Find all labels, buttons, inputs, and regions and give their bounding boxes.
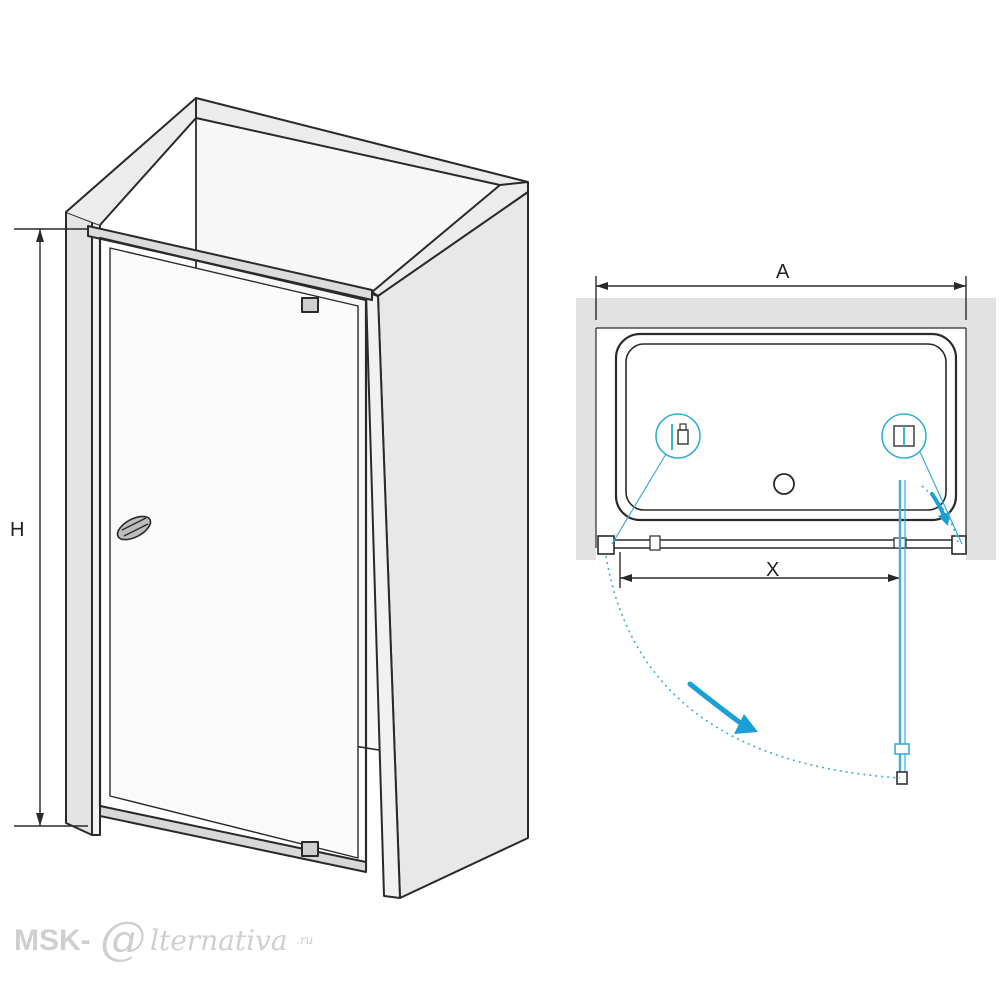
left-wall-front [91,221,101,836]
width-dimension [595,276,967,320]
callout-right [881,413,963,545]
door-glass [109,247,359,859]
track-clip [649,535,661,551]
open-door-glass [894,480,910,785]
bottom-hinge [301,841,319,857]
bottom-rail [99,805,367,873]
top-hinge [301,297,319,313]
watermark-at-glyph: @ [100,911,146,965]
callout-left [611,413,701,545]
door-swing-arc [605,555,901,779]
plan-view [576,298,996,560]
watermark-tld: .ru [296,933,313,947]
height-dimension [14,228,88,827]
left-wall-band [576,298,596,560]
opening-dimension [619,552,901,588]
watermark-prefix: MSK- [14,924,91,957]
watermark-suffix: lternativa [150,924,288,957]
right-wall-front [365,291,401,899]
right-wall-side [377,191,529,899]
shower-tray-inner [625,343,947,511]
back-wall-band [576,298,996,328]
left-wall-side [65,211,93,836]
door-swing-arc-inner [921,485,959,543]
top-rail [87,225,373,301]
width-label: A [776,261,790,283]
perspective-view [65,97,529,899]
opening-label: X [766,559,779,581]
shower-tray-outer [614,332,958,522]
watermark-logo: MSK- @ lternativa .ru [14,911,313,965]
height-label: H [10,519,24,541]
left-wall-profile [597,535,615,555]
right-wall-band [966,298,996,560]
drain-icon [773,473,795,495]
door-handle [116,515,152,541]
top-frame-edge-right [499,181,529,186]
swing-arrow-icon [687,681,758,734]
swing-arrow-small-icon [930,492,950,526]
